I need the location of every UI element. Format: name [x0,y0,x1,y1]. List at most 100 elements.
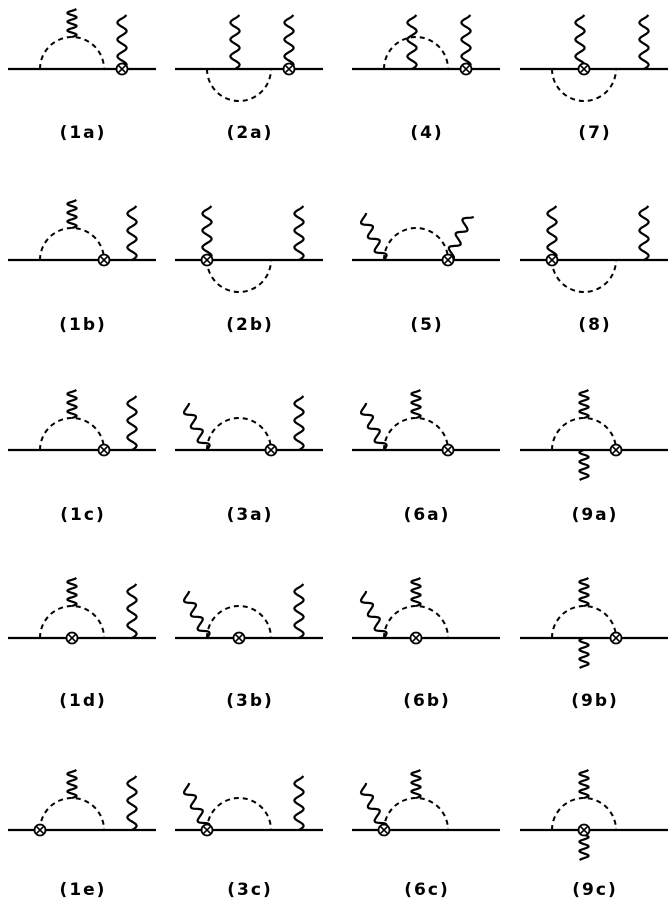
diagram-9c: (9c) [520,769,668,900]
photon-at-vertex [460,14,472,70]
photon-tilted [447,215,475,262]
loop-dashed [551,605,617,639]
loop-dashed [206,417,272,451]
insertion-cross-stroke [284,64,294,74]
insertion-cross-stroke [411,633,421,643]
diagram-1e: (1e) [8,769,156,900]
photon-tilted [359,590,388,639]
photon-from-loop [66,8,78,39]
diagram-1b: (1b) [8,199,156,335]
loop-dashed [551,259,617,293]
loop-dashed [39,605,105,639]
insertion-cross-stroke [117,64,127,74]
photon-at-vertex [546,205,558,261]
photon-at-vertex [116,14,128,70]
diagram-label: (1c) [60,505,105,525]
loop-dashed [551,417,617,451]
photon-from-loop [410,769,422,800]
loop-dashed [551,68,617,102]
diagram-label: (1b) [59,315,107,335]
diagram-7: (7) [520,14,668,143]
insertion-cross-stroke [202,255,212,265]
diagram-label: (6c) [404,880,449,900]
loop-dashed [383,605,449,639]
photon-tilted [359,402,388,451]
photon-from-loop [66,769,78,800]
diagram-label: (9b) [571,691,619,711]
photon-from-loop [578,769,590,800]
photon-from-loop [66,199,78,230]
photon-tilted [182,590,211,639]
insertion-cross-stroke [611,633,621,643]
diagram-9a: (9a) [520,389,668,525]
loop-dashed [206,259,272,293]
photon-on-line [638,14,650,70]
photon-from-loop [578,389,590,420]
photon-downward [578,448,590,481]
loop-dashed [206,797,272,831]
photon-on-line [638,205,650,261]
photon-tilted [182,402,211,451]
photon-from-loop [410,577,422,608]
diagram-1c: (1c) [8,389,156,525]
insertion-cross-stroke [67,633,77,643]
photon-downward [578,636,590,669]
diagram-label: (6a) [404,505,451,525]
diagram-1d: (1d) [8,577,156,711]
diagram-label: (9a) [572,505,619,525]
diagram-8: (8) [520,205,668,335]
photon-on-line [293,583,305,639]
diagram-label: (5) [410,315,443,335]
insertion-cross-stroke [99,445,109,455]
diagram-label: (2a) [227,123,274,143]
loop-dashed [206,68,272,102]
insertion-cross-stroke [99,255,109,265]
diagram-label: (1e) [60,880,107,900]
photon-from-loop [66,577,78,608]
loop-dashed [39,227,105,261]
insertion-cross-stroke [266,445,276,455]
insertion-cross-stroke [234,633,244,643]
diagram-label: (3c) [227,880,272,900]
photon-from-loop [410,389,422,420]
diagram-1a: (1a) [8,8,156,143]
insertion-cross-stroke [202,825,212,835]
insertion-cross-stroke [35,825,45,835]
diagram-4: (4) [352,14,500,143]
insertion-cross-stroke [547,255,557,265]
diagram-label: (1a) [60,123,107,143]
photon-tilted [359,782,388,831]
diagram-label: (3a) [227,505,274,525]
diagram-3c: (3c) [175,775,323,900]
diagram-6a: (6a) [352,389,500,525]
insertion-cross-stroke [443,445,453,455]
loop-dashed [383,417,449,451]
photon-at-vertex [201,205,213,261]
diagram-label: (6b) [403,691,451,711]
diagram-label: (4) [410,123,443,143]
photon-on-line [126,583,138,639]
photon-on-line [293,775,305,831]
loop-dashed [39,797,105,831]
photon-on-line [229,14,241,70]
diagram-6c: (6c) [352,769,500,900]
loop-dashed [383,227,449,261]
diagram-label: (3b) [226,691,274,711]
insertion-cross-stroke [579,825,589,835]
photon-on-line [293,395,305,451]
photon-from-loop [578,577,590,608]
diagram-5: (5) [352,212,500,335]
diagram-label: (8) [578,315,611,335]
insertion-cross-stroke [443,255,453,265]
photon-on-line [293,205,305,261]
diagram-label: (2b) [226,315,274,335]
diagram-3b: (3b) [175,583,323,711]
diagram-9b: (9b) [520,577,668,711]
insertion-cross-stroke [579,64,589,74]
loop-dashed [551,797,617,831]
diagram-6b: (6b) [352,577,500,711]
loop-dashed [39,36,105,70]
photon-at-vertex [283,14,295,70]
loop-dashed [383,797,449,831]
